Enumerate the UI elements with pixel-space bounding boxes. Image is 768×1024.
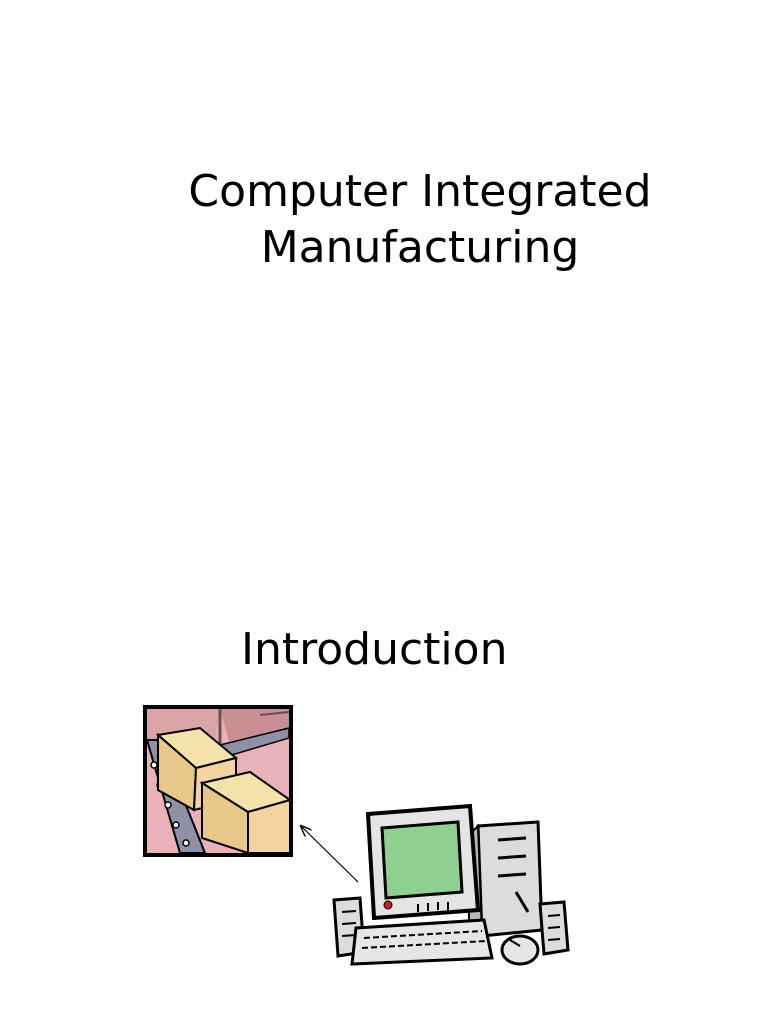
boxes-on-conveyor-icon — [143, 705, 293, 857]
arrow-icon — [301, 826, 359, 883]
section-heading: Introduction — [241, 624, 508, 675]
slide-title-line-2: Manufacturing — [260, 222, 580, 273]
slide-title-line-1: Computer Integrated — [188, 166, 652, 217]
desktop-computer-icon — [332, 803, 570, 966]
slide-title: Computer Integrated Manufacturing — [120, 164, 720, 276]
